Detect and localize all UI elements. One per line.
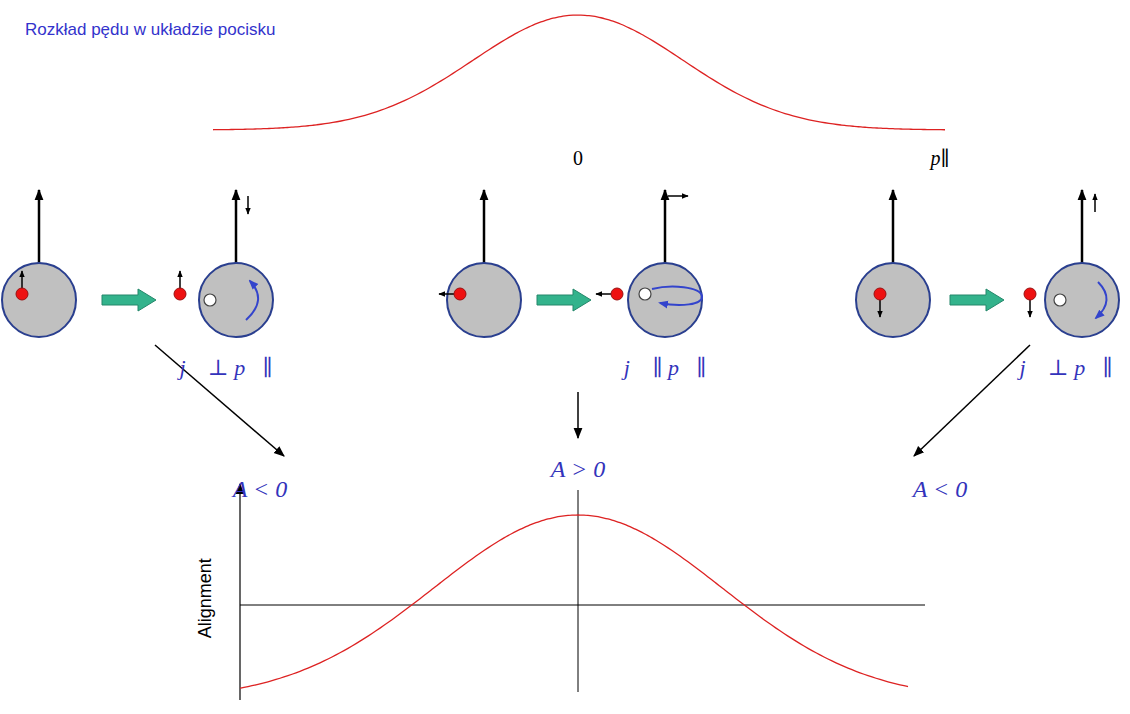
axis-label: p∥ xyxy=(930,147,949,170)
axis-tick: 0 xyxy=(573,147,583,170)
alignment-curve xyxy=(240,515,908,688)
leader-arrows xyxy=(155,345,1030,456)
sign-label: A < 0 xyxy=(233,476,287,504)
right-group xyxy=(856,190,1119,337)
left-group xyxy=(2,190,273,337)
plot-title: Rozkład pędu w układzie pocisku xyxy=(25,20,275,40)
middle-group xyxy=(439,190,702,337)
orientation-label: j⃗ ∥ p⃗∥ xyxy=(624,355,707,380)
momentum-curve xyxy=(213,15,945,130)
axis-label: Alignment xyxy=(195,558,216,638)
plot-axes xyxy=(240,484,925,700)
orientation-label: j⃗ ⊥ p⃗∥ xyxy=(179,355,272,380)
sign-label: A > 0 xyxy=(551,456,605,484)
sign-label: A < 0 xyxy=(913,476,967,504)
orientation-label: j⃗ ⊥ p⃗∥ xyxy=(1019,355,1112,380)
